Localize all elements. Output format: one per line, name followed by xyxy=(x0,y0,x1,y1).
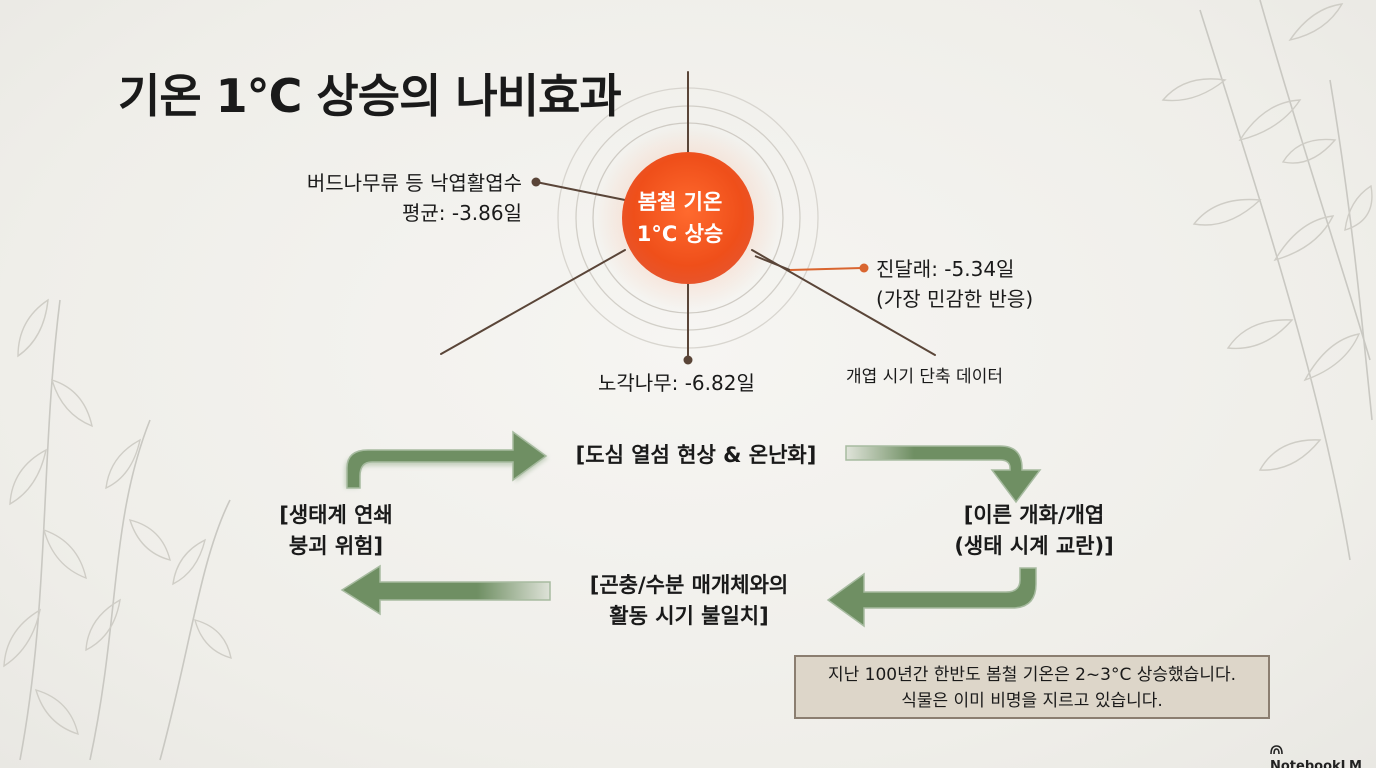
center-label-line1: 봄철 기온 xyxy=(637,190,723,214)
cycle-bottom-line1: [곤충/수분 매개체와의 xyxy=(589,573,789,597)
center-circle xyxy=(622,152,754,284)
note-box: 지난 100년간 한반도 봄철 기온은 2~3°C 상승했습니다. 식물은 이미… xyxy=(794,655,1270,719)
label-birch-line2: 평균: -3.86일 xyxy=(401,201,522,225)
center-label: 봄철 기온 1°C 상승 xyxy=(618,186,742,250)
arrow-top-to-right xyxy=(845,445,1042,504)
notebooklm-logo: NotebookLM xyxy=(1270,744,1376,768)
dot-maple xyxy=(683,355,693,365)
cycle-right: [이른 개화/개엽 (생태 시계 교란)] xyxy=(928,500,1140,562)
line-azalea-accent xyxy=(789,267,863,271)
center-label-line2: 1°C 상승 xyxy=(636,222,724,246)
label-azalea-line2: (가장 민감한 반응) xyxy=(876,287,1034,311)
cycle-left-line2: 붕괴 위험] xyxy=(288,534,384,558)
line-birch xyxy=(535,181,626,201)
cycle-left: [생태계 연쇄 붕괴 위험] xyxy=(246,500,426,562)
cycle-bottom: [곤충/수분 매개체와의 활동 시기 불일치] xyxy=(558,570,820,632)
label-maple: 노각나무: -6.82일 xyxy=(598,371,755,395)
cycle-right-line2: (생태 시계 교란)] xyxy=(954,534,1114,558)
line-azalea xyxy=(754,255,791,271)
cycle-right-line1: [이른 개화/개엽 xyxy=(963,503,1105,527)
line-lower-left xyxy=(440,249,626,355)
notebooklm-icon xyxy=(1270,744,1283,759)
dot-birch xyxy=(531,177,541,187)
label-azalea-line1: 진달래: -5.34일 xyxy=(876,257,1015,281)
arrow-bottom-to-left xyxy=(340,564,551,616)
note-line1: 지난 100년간 한반도 봄철 기온은 2~3°C 상승했습니다. xyxy=(827,665,1237,685)
cycle-bottom-line2: 활동 시기 불일치] xyxy=(609,604,769,628)
label-azalea: 진달래: -5.34일 (가장 민감한 반응) xyxy=(876,254,1033,314)
label-birch-line1: 버드나무류 등 낙엽활엽수 xyxy=(306,171,522,195)
arrow-right-to-bottom xyxy=(826,567,1037,628)
label-data: 개엽 시기 단축 데이터 xyxy=(846,367,1003,387)
cycle-top: [도심 열섬 현상 & 온난화] xyxy=(575,443,817,467)
arrow-left-to-top xyxy=(346,430,548,489)
cycle-left-line1: [생태계 연쇄 xyxy=(279,503,393,527)
dot-azalea xyxy=(859,263,869,273)
logo-text: NotebookLM xyxy=(1270,759,1362,768)
label-birch: 버드나무류 등 낙엽활엽수 평균: -3.86일 xyxy=(250,168,522,228)
page-title: 기온 1°C 상승의 나비효과 xyxy=(118,69,622,123)
note-line2: 식물은 이미 비명을 지르고 있습니다. xyxy=(901,691,1163,711)
